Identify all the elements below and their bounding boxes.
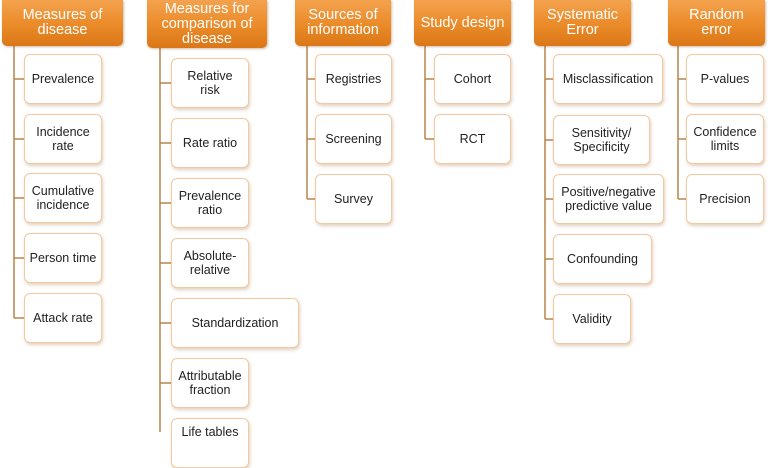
node-relative-risk[interactable]: Relative risk [171,58,249,108]
node-predictive-value[interactable]: Positive/negative predictive value [553,174,664,224]
node-p-values[interactable]: P-values [686,54,764,104]
header-sources-of-information[interactable]: Sources of information [295,0,391,46]
node-survey[interactable]: Survey [315,174,392,224]
node-cohort[interactable]: Cohort [434,54,511,104]
node-misclassification[interactable]: Misclassification [553,54,663,104]
header-random-error[interactable]: Random error [668,0,765,46]
node-validity[interactable]: Validity [553,294,631,344]
node-prevalence-ratio[interactable]: Prevalence ratio [171,178,249,228]
node-screening[interactable]: Screening [315,114,392,164]
node-rct[interactable]: RCT [434,114,511,164]
node-absolute-relative[interactable]: Absolute-relative [171,238,249,288]
node-standardization[interactable]: Standardization [171,298,299,348]
node-confounding[interactable]: Confounding [553,234,652,284]
header-measures-of-disease[interactable]: Measures of disease [2,0,123,46]
node-rate-ratio[interactable]: Rate ratio [171,118,249,168]
header-measures-for-comparison[interactable]: Measures for comparison of disease [147,0,267,48]
node-confidence-limits[interactable]: Confidence limits [686,114,764,164]
node-precision[interactable]: Precision [686,174,764,224]
node-incidence-rate[interactable]: Incidence rate [24,114,102,164]
node-prevalence[interactable]: Prevalence [24,54,102,104]
node-cumulative-incidence[interactable]: Cumulative incidence [24,173,102,223]
node-person-time[interactable]: Person time [24,233,102,283]
node-registries[interactable]: Registries [315,54,392,104]
header-systematic-error[interactable]: Systematic Error [534,0,631,46]
node-attack-rate[interactable]: Attack rate [24,293,102,343]
node-life-tables[interactable]: Life tables [171,418,249,468]
node-attributable-fraction[interactable]: Attributable fraction [171,358,249,408]
header-study-design[interactable]: Study design [414,0,511,46]
node-sensitivity-specificity[interactable]: Sensitivity/ Specificity [553,115,650,165]
